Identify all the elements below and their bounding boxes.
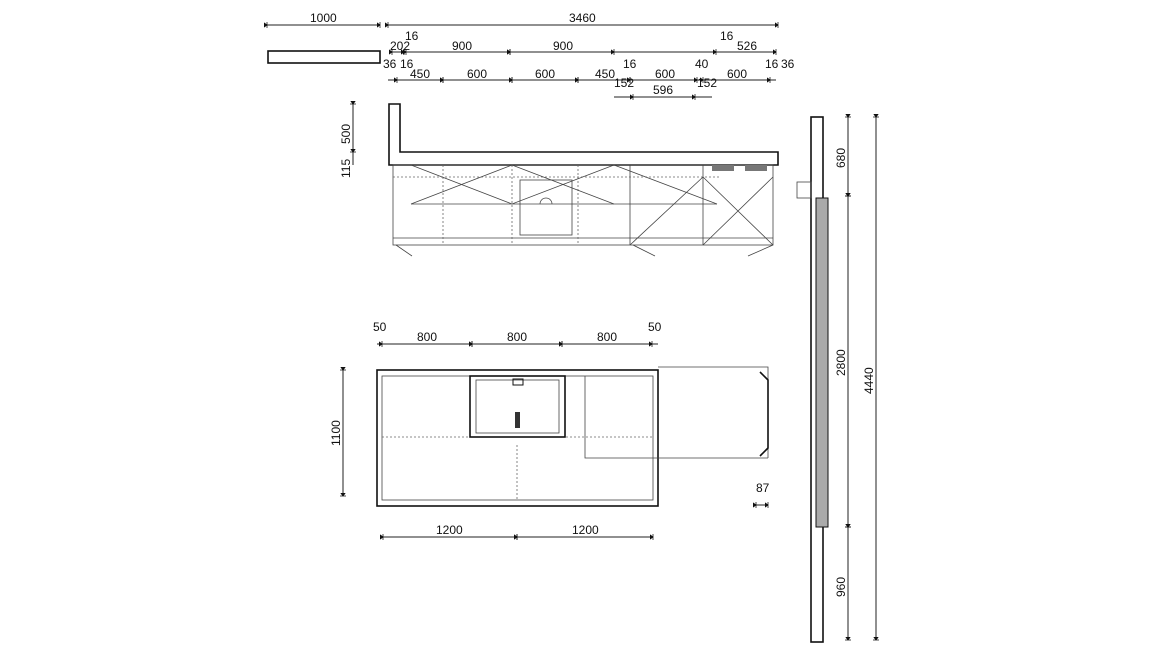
elevation-dimensions: 1000 3460 202 16 900 900 16 526 36 16 45… bbox=[267, 11, 795, 178]
dim-label: 600 bbox=[535, 67, 555, 81]
dim-label: 87 bbox=[756, 481, 770, 495]
dim-label: 596 bbox=[653, 83, 673, 97]
dim-label: 16 bbox=[765, 57, 779, 71]
hob bbox=[469, 375, 566, 438]
dim-label: 900 bbox=[452, 39, 472, 53]
dim-label: 800 bbox=[417, 330, 437, 344]
dim-label: 600 bbox=[655, 67, 675, 81]
dim-label: 450 bbox=[410, 67, 430, 81]
dim-label: 960 bbox=[834, 577, 848, 597]
dim-label: 4440 bbox=[862, 367, 876, 394]
dim-label: 1100 bbox=[329, 420, 343, 446]
dim-label: 600 bbox=[467, 67, 487, 81]
dim-label: 152 bbox=[614, 76, 634, 90]
dim-label: 16 bbox=[623, 57, 637, 71]
dim-label: 800 bbox=[597, 330, 617, 344]
section-view: 680 2800 960 4440 bbox=[796, 117, 876, 643]
dim-label: 3460 bbox=[569, 11, 596, 25]
dim-label: 16 bbox=[405, 29, 419, 43]
dim-label: 36 bbox=[383, 57, 397, 71]
dim-label: 36 bbox=[781, 57, 795, 71]
wall-elevation bbox=[388, 103, 779, 257]
dim-label: 152 bbox=[697, 76, 717, 90]
dim-label: 50 bbox=[373, 320, 387, 334]
dim-label: 2800 bbox=[834, 349, 848, 376]
dim-label: 115 bbox=[339, 159, 353, 178]
dim-label: 16 bbox=[720, 29, 734, 43]
dim-label: 1000 bbox=[310, 11, 337, 25]
dim-label: 50 bbox=[648, 320, 662, 334]
side-panel-section bbox=[267, 50, 381, 64]
dim-label: 680 bbox=[834, 148, 848, 168]
dim-label: 450 bbox=[595, 67, 615, 81]
dim-label: 600 bbox=[727, 67, 747, 81]
dim-label: 526 bbox=[737, 39, 757, 53]
dim-label: 202 bbox=[390, 39, 410, 53]
dim-label: 1200 bbox=[436, 523, 463, 537]
dim-label: 40 bbox=[695, 57, 709, 71]
dim-label: 900 bbox=[553, 39, 573, 53]
dim-label: 800 bbox=[507, 330, 527, 344]
island-plan bbox=[376, 366, 769, 507]
dim-label: 1200 bbox=[572, 523, 599, 537]
plan-dimensions: 50 800 800 800 50 1100 1200 1200 87 bbox=[329, 320, 770, 537]
dim-label: 16 bbox=[400, 57, 414, 71]
dim-label: 500 bbox=[339, 124, 353, 144]
